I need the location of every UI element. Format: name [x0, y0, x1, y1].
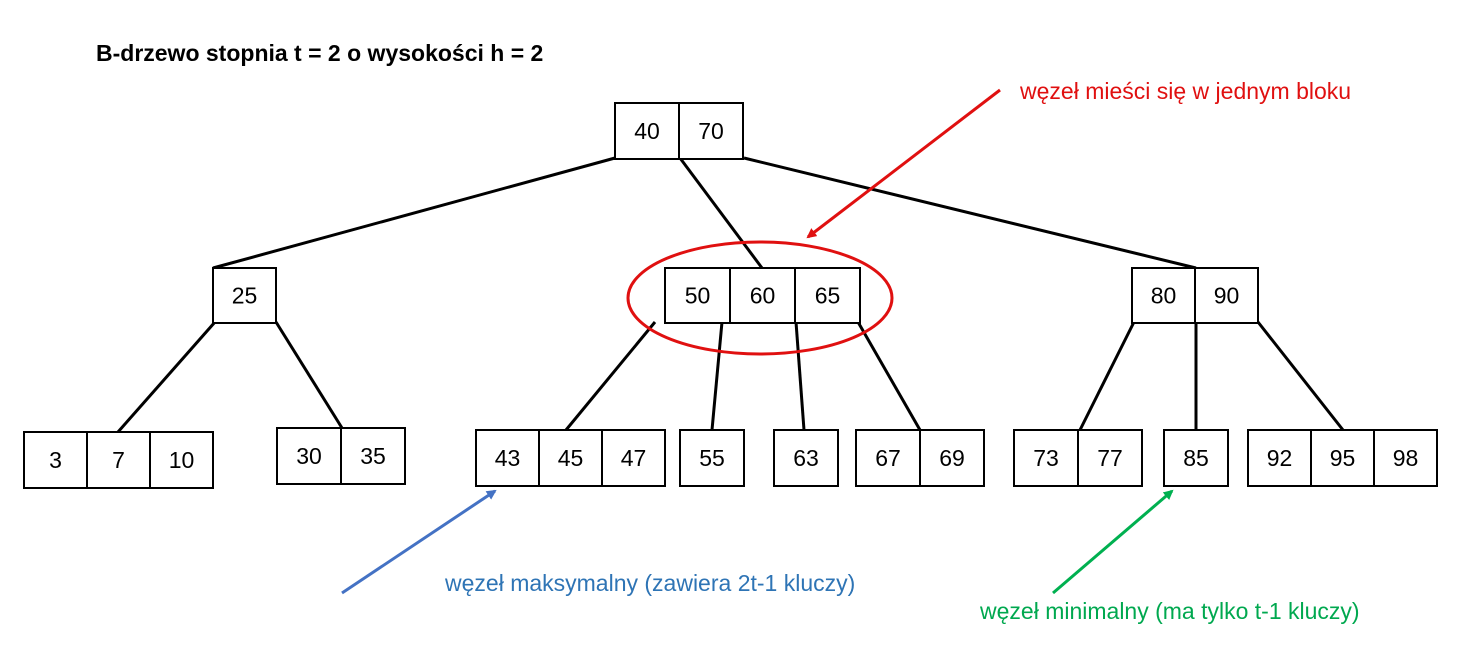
key-cell: [276, 427, 342, 485]
key-label: 95: [1330, 445, 1356, 471]
key-cell: [601, 429, 666, 487]
internal-node: 50 60 65: [664, 267, 861, 324]
key-label: 7: [112, 447, 125, 473]
key-label: 30: [296, 443, 322, 469]
key-cell: [1013, 429, 1079, 487]
key-cell: [340, 427, 406, 485]
key-cell: [1194, 267, 1259, 324]
key-label: 80: [1151, 283, 1177, 309]
tree-edge: [743, 156, 1197, 270]
key-cell: [678, 102, 744, 160]
tree-edge: [1078, 321, 1136, 431]
key-cell: [149, 431, 214, 489]
tree-edges: [116, 156, 1345, 433]
key-label: 73: [1033, 445, 1059, 471]
key-label: 85: [1183, 445, 1209, 471]
key-label: 69: [939, 445, 965, 471]
key-label: 50: [685, 283, 711, 309]
internal-node: 25: [212, 267, 277, 324]
key-label: 10: [169, 447, 195, 473]
leaf-node: 67 69: [855, 429, 985, 487]
tree-edge: [1256, 321, 1345, 431]
key-cell: [794, 267, 861, 324]
key-label: 98: [1393, 445, 1419, 471]
key-label: 3: [49, 447, 62, 473]
block-note-arrow: [806, 88, 1001, 239]
key-cell: [773, 429, 839, 487]
key-label: 92: [1267, 445, 1293, 471]
key-cell: [475, 429, 540, 487]
key-cell: [1373, 429, 1438, 487]
tree-nodes: 40 70 25 50 60 65 80 90 3 7 10 30 35 43 45 47 55 63 67 69 73…: [23, 102, 1438, 489]
internal-node: 80 90: [1131, 267, 1259, 324]
key-cell: [664, 267, 731, 324]
key-cell: [1077, 429, 1143, 487]
max-node-arrow: [341, 489, 497, 595]
leaf-node: 73 77: [1013, 429, 1143, 487]
max-node-note: węzeł maksymalny (zawiera 2t-1 kluczy): [445, 570, 856, 596]
key-label: 40: [634, 118, 660, 144]
min-node-arrow: [1052, 489, 1174, 595]
leaf-node: 63: [773, 429, 839, 487]
tree-edge: [678, 157, 764, 269]
key-cell: [1310, 429, 1375, 487]
key-cell: [729, 267, 796, 324]
root-node: 40 70: [614, 102, 744, 160]
tree-edge: [274, 321, 344, 429]
key-label: 70: [698, 118, 724, 144]
tree-edge: [710, 321, 724, 431]
key-label: 35: [360, 443, 386, 469]
block-highlight-ellipse: [626, 240, 894, 356]
leaf-node: 85: [1163, 429, 1229, 487]
tree-edge: [564, 321, 657, 431]
key-cell: [1131, 267, 1196, 324]
key-label: 90: [1214, 283, 1240, 309]
key-label: 43: [495, 445, 521, 471]
leaf-node: 43 45 47: [475, 429, 666, 487]
leaf-node: 55: [679, 429, 745, 487]
key-label: 25: [232, 283, 258, 309]
tree-edge: [856, 321, 922, 431]
tree-edge: [794, 321, 806, 431]
diagram-title: B-drzewo stopnia t = 2 o wysokości h = 2: [96, 40, 544, 66]
key-label: 65: [815, 283, 841, 309]
tree-edge: [116, 321, 217, 433]
key-label: 47: [621, 445, 647, 471]
leaf-node: 92 95 98: [1247, 429, 1438, 487]
key-cell: [212, 267, 277, 324]
key-label: 77: [1097, 445, 1123, 471]
key-cell: [1163, 429, 1229, 487]
block-note: węzeł mieści się w jednym bloku: [1020, 78, 1352, 104]
key-label: 60: [750, 283, 776, 309]
key-cell: [86, 431, 151, 489]
min-node-note: węzeł minimalny (ma tylko t-1 kluczy): [980, 598, 1360, 624]
tree-edge: [212, 156, 616, 270]
leaf-node: 3 7 10: [23, 431, 214, 489]
key-label: 55: [699, 445, 725, 471]
key-label: 67: [875, 445, 901, 471]
key-cell: [919, 429, 985, 487]
key-label: 45: [558, 445, 584, 471]
key-cell: [614, 102, 680, 160]
key-cell: [679, 429, 745, 487]
leaf-node: 30 35: [276, 427, 406, 485]
key-label: 63: [793, 445, 819, 471]
